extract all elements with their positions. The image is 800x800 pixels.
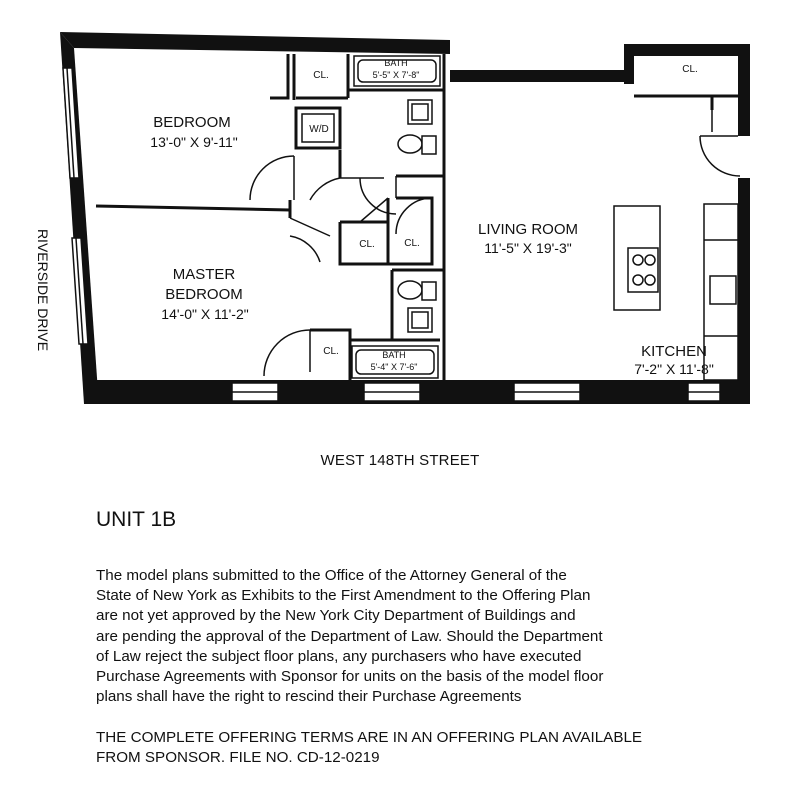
living-room-label: LIVING ROOM: [478, 221, 578, 238]
bottom-windows: [231, 382, 721, 402]
bedroom-label: BEDROOM: [153, 114, 231, 131]
closet-label-top-right: CL.: [682, 64, 698, 75]
closet-label-master: CL.: [323, 346, 339, 357]
closet-label-hall-1: CL.: [359, 239, 375, 250]
disclaimer-line: The model plans submitted to the Office …: [96, 567, 567, 584]
interior-walls: [95, 54, 738, 380]
disclaimer-line: Purchase Agreements with Sponsor for uni…: [96, 668, 604, 686]
door-swings: [249, 110, 741, 377]
floor-plan: BEDROOM 13'-0" X 9'-11" MASTER BEDROOM 1…: [35, 32, 750, 404]
disclaimer-paragraph: The model plans submitted to the Office …: [96, 566, 756, 707]
bath-fixtures: [301, 55, 441, 379]
bath-bottom-dims: 5'-4" X 7'-6": [371, 362, 418, 372]
kitchen-fixtures: [613, 203, 739, 381]
master-bedroom-label-1: MASTER: [173, 266, 236, 283]
disclaimer-line: are not yet approved by the New York Cit…: [96, 607, 576, 625]
closet-label-bedroom: CL.: [313, 70, 329, 81]
closet-label-hall-2: CL.: [404, 238, 420, 249]
left-windows: [62, 67, 89, 345]
master-bedroom-dims: 14'-0" X 11'-2": [161, 306, 248, 322]
kitchen-label: KITCHEN: [641, 343, 707, 360]
kitchen-dims: 7'-2" X 11'-8": [634, 361, 714, 377]
street-label: WEST 148TH STREET: [320, 452, 480, 469]
disclaimer-line: of Law reject the subject floor plans, a…: [96, 647, 582, 665]
unit-title: UNIT 1B: [96, 508, 177, 531]
room-labels: BEDROOM 13'-0" X 9'-11" MASTER BEDROOM 1…: [35, 58, 714, 377]
riverside-drive-label: RIVERSIDE DRIVE: [35, 229, 51, 351]
disclaimer-line: are pending the approval of the Departme…: [96, 627, 603, 645]
bath-top-dims: 5'-5" X 7'-8": [373, 70, 420, 80]
bath-bottom-label: BATH: [382, 350, 405, 360]
offering-line: THE COMPLETE OFFERING TERMS ARE IN AN OF…: [96, 729, 643, 746]
washer-dryer-label: W/D: [309, 124, 328, 135]
offering-terms: THE COMPLETE OFFERING TERMS ARE IN AN OF…: [96, 728, 776, 768]
living-room-dims: 11'-5" X 19'-3": [484, 240, 571, 256]
bedroom-dims: 13'-0" X 9'-11": [150, 134, 237, 150]
disclaimer-line: plans shall have the right to rescind th…: [96, 688, 522, 706]
offering-line: FROM SPONSOR. FILE NO. CD-12-0219: [96, 749, 380, 766]
master-bedroom-label-2: BEDROOM: [165, 286, 243, 303]
bath-top-label: BATH: [384, 58, 407, 68]
disclaimer-line: State of New York as Exhibits to the Fir…: [96, 587, 591, 605]
